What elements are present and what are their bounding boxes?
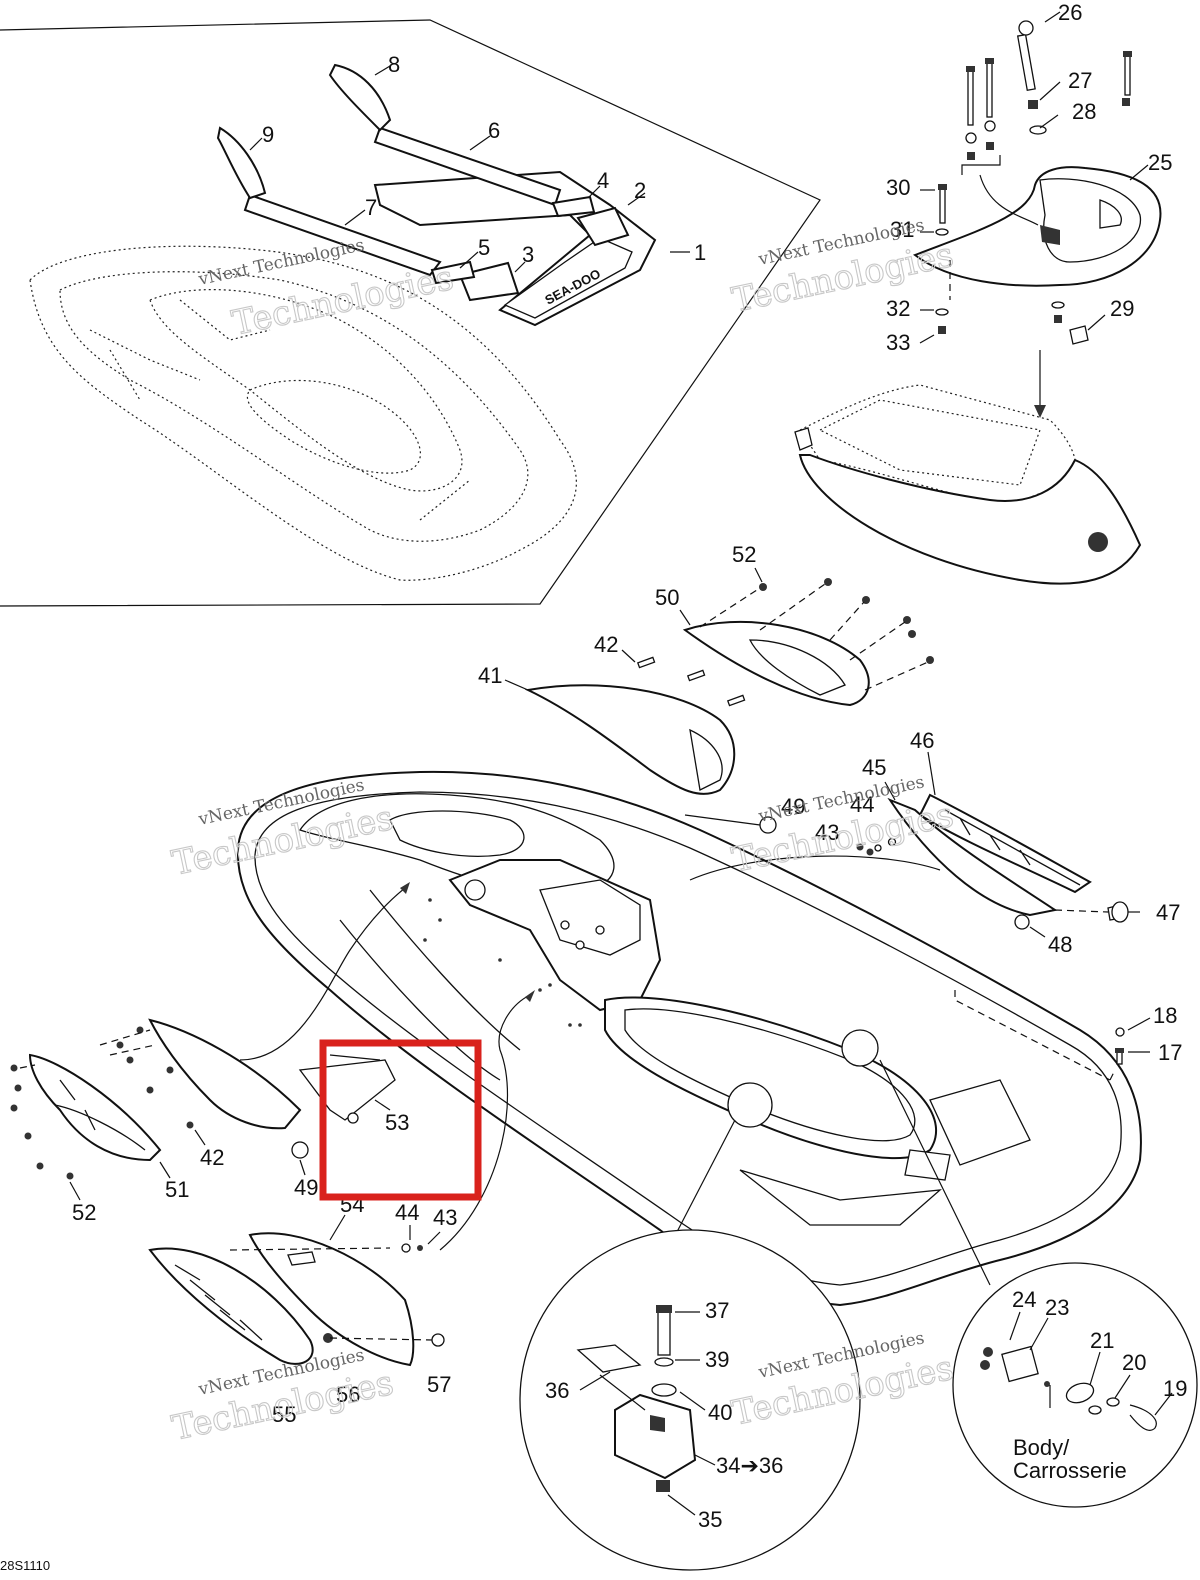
callout-50: 50 (655, 585, 679, 610)
main-body-deck (236, 770, 1142, 1307)
callout-45: 45 (862, 755, 886, 780)
callout-53: 53 (385, 1110, 409, 1135)
panel-41-left (148, 1018, 302, 1130)
callout-47: 47 (1156, 900, 1180, 925)
callout-51: 51 (165, 1177, 189, 1202)
callout-42-left: 42 (200, 1145, 224, 1170)
callout-7: 7 (365, 195, 377, 220)
grab-handle-assembly (912, 11, 1162, 418)
detail-circle-latch (519, 1029, 991, 1571)
callout-41: 41 (478, 663, 502, 688)
callout-24: 24 (1012, 1287, 1036, 1312)
callout-21: 21 (1090, 1328, 1114, 1353)
callout-40: 40 (708, 1400, 732, 1425)
callout-55: 55 (272, 1402, 296, 1427)
callout-35: 35 (698, 1507, 722, 1532)
body-label-line1: Body/ (1013, 1435, 1070, 1460)
callout-44-left: 44 (395, 1200, 419, 1225)
callout-43-left: 43 (433, 1205, 457, 1230)
callout-52-top: 52 (732, 542, 756, 567)
callout-1: 1 (694, 240, 706, 265)
pad-4 (551, 195, 596, 218)
callout-30: 30 (886, 175, 910, 200)
callout-52-left: 52 (72, 1200, 96, 1225)
upper-side-panels (504, 567, 934, 834)
callout-19: 19 (1163, 1376, 1187, 1401)
bracket-17-18 (954, 990, 1151, 1081)
callout-8: 8 (388, 52, 400, 77)
callout-49-left: 49 (294, 1175, 318, 1200)
callout-49-top: 49 (781, 794, 805, 819)
callout-18: 18 (1153, 1003, 1177, 1028)
callout-9: 9 (262, 122, 274, 147)
screws-52 (10, 1026, 194, 1180)
callout-25: 25 (1148, 150, 1172, 175)
lower-side-panels (148, 1214, 445, 1367)
callout-48: 48 (1048, 932, 1072, 957)
callout-20: 20 (1122, 1350, 1146, 1375)
panel-51 (28, 1053, 162, 1162)
panel-53 (298, 1059, 396, 1121)
callout-3: 3 (522, 242, 534, 267)
detail-circle-tether (952, 1262, 1198, 1508)
body-label-line2: Carrosserie (1013, 1458, 1127, 1483)
callout-43-top: 43 (815, 820, 839, 845)
callout-56: 56 (336, 1382, 360, 1407)
callout-23: 23 (1045, 1295, 1069, 1320)
left-side-panels (10, 882, 535, 1251)
panel-41 (524, 684, 736, 795)
callout-31: 31 (890, 217, 914, 242)
callout-29: 29 (1110, 296, 1134, 321)
handle-bolts (965, 20, 1132, 160)
callout-57: 57 (427, 1372, 451, 1397)
highlight-box-part-53 (319, 1039, 482, 1201)
rivets-42 (636, 656, 746, 707)
screws-50 (759, 578, 934, 664)
rear-storage-tub (794, 384, 1142, 585)
pad-3 (458, 261, 520, 302)
callout-17: 17 (1158, 1040, 1182, 1065)
pad-2 (576, 206, 630, 247)
callout-27: 27 (1068, 68, 1092, 93)
drawing-code: 28S1110 (0, 1558, 50, 1573)
panel-54 (248, 1232, 415, 1367)
callout-34-36: 34➔36 (716, 1453, 783, 1478)
pad-5 (430, 260, 476, 285)
callout-32: 32 (886, 296, 910, 321)
callout-6: 6 (488, 118, 500, 143)
callout-4: 4 (597, 168, 609, 193)
seat-strip-7 (243, 193, 442, 277)
callout-39: 39 (705, 1347, 729, 1372)
panel-55 (148, 1247, 314, 1365)
callout-44-top: 44 (850, 792, 874, 817)
seat-pad-9 (216, 126, 267, 200)
callout-28: 28 (1072, 99, 1096, 124)
callout-2: 2 (634, 178, 646, 203)
seat-cover-inset: SEA-DOO (0, 19, 821, 607)
inset-hull-outline (29, 245, 577, 581)
callout-33: 33 (886, 330, 910, 355)
callout-37: 37 (705, 1298, 729, 1323)
callout-46: 46 (910, 728, 934, 753)
right-side-panels (689, 751, 1140, 938)
callout-42-top: 42 (594, 632, 618, 657)
callout-26: 26 (1058, 0, 1082, 25)
callout-36: 36 (545, 1378, 569, 1403)
callout-5: 5 (478, 235, 490, 260)
seat-pad-8 (328, 63, 392, 132)
